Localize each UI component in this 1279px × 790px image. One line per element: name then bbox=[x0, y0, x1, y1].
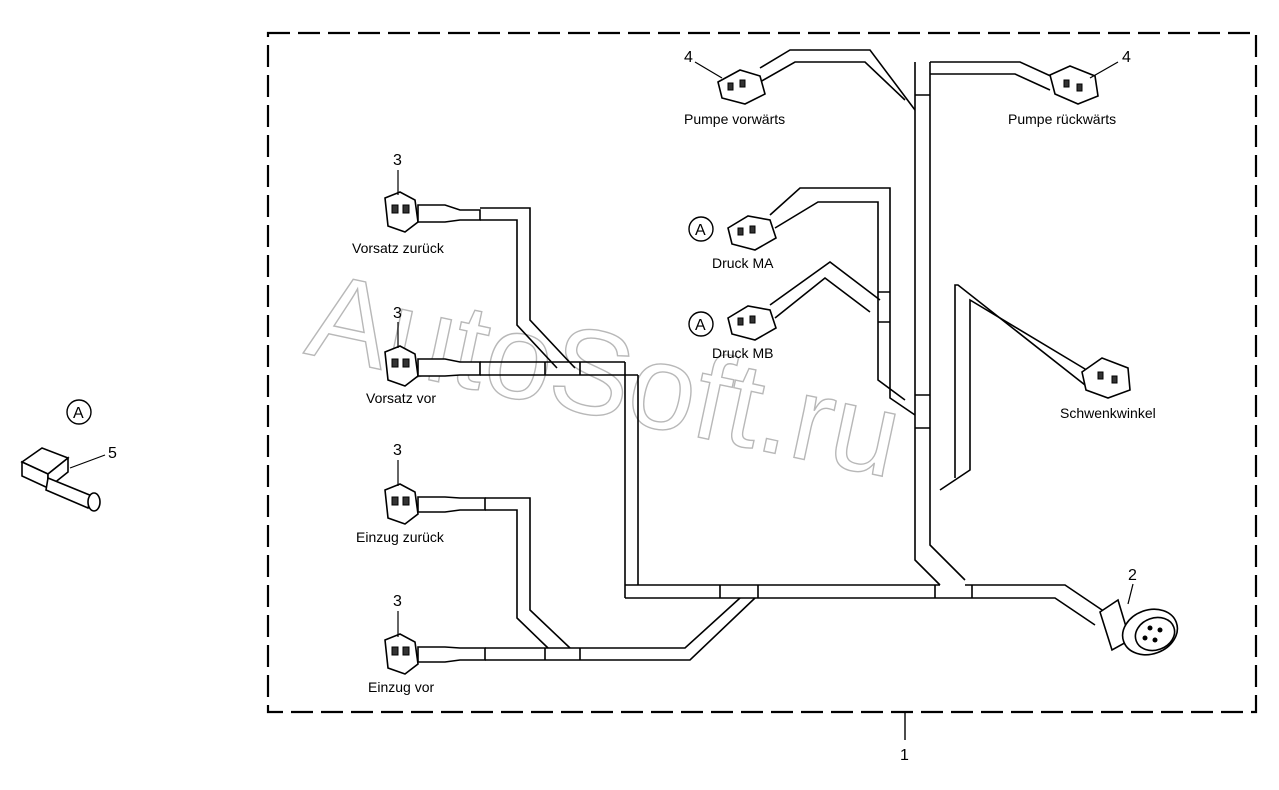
sensor-connector-einzug-zurueck[interactable] bbox=[384, 483, 486, 525]
callout-3-vorsatz-vor: 3 bbox=[393, 305, 402, 322]
label-einzug-zurueck: Einzug zurück bbox=[356, 529, 445, 545]
pump-connector-rueckwaerts[interactable] bbox=[1049, 65, 1099, 105]
label-vorsatz-vor: Vorsatz vor bbox=[366, 390, 436, 406]
label-pumpe-vorwaerts: Pumpe vorwärts bbox=[684, 111, 785, 127]
callout-5: 5 bbox=[108, 445, 117, 462]
label-pumpe-rueckwaerts: Pumpe rückwärts bbox=[1008, 111, 1116, 127]
detail-a-sensor: A bbox=[73, 405, 84, 422]
sensor-connector-vorsatz-zurueck[interactable] bbox=[384, 191, 481, 233]
label-schwenkwinkel: Schwenkwinkel bbox=[1060, 405, 1156, 421]
sensor-connector-vorsatz-vor[interactable] bbox=[384, 345, 481, 387]
detail-a-circle-mb bbox=[688, 311, 714, 337]
callout-3-einzug-zurueck: 3 bbox=[393, 442, 402, 459]
pump-connector-vorwaerts[interactable] bbox=[717, 69, 766, 105]
harness-boundary bbox=[266, 31, 1258, 714]
callout-4-rueckwaerts: 4 bbox=[1122, 49, 1131, 66]
wire-bundles bbox=[480, 49, 1106, 661]
swivel-angle-connector[interactable] bbox=[1081, 357, 1131, 399]
label-einzug-vor: Einzug vor bbox=[368, 679, 434, 695]
callout-3-einzug-vor: 3 bbox=[393, 593, 402, 610]
callout-2: 2 bbox=[1128, 567, 1137, 584]
detail-a-circle-ma bbox=[688, 216, 714, 242]
callout-3-vorsatz-zurueck: 3 bbox=[393, 152, 402, 169]
label-druck-mb: Druck MB bbox=[712, 345, 773, 361]
pressure-connector-mb[interactable] bbox=[727, 305, 777, 341]
pressure-sensor[interactable] bbox=[20, 447, 101, 512]
sensor-connector-einzug-vor[interactable] bbox=[384, 633, 486, 675]
detail-a-mb: A bbox=[695, 317, 706, 334]
callout-4-vorwaerts: 4 bbox=[684, 49, 693, 66]
detail-a-ma: A bbox=[695, 222, 706, 239]
pressure-connector-ma[interactable] bbox=[727, 215, 777, 251]
callout-1: 1 bbox=[900, 747, 909, 764]
main-round-connector[interactable] bbox=[1099, 598, 1184, 662]
label-vorsatz-zurueck: Vorsatz zurück bbox=[352, 240, 445, 256]
label-druck-ma: Druck MA bbox=[712, 255, 774, 271]
detail-a-circle-sensor bbox=[66, 399, 92, 425]
